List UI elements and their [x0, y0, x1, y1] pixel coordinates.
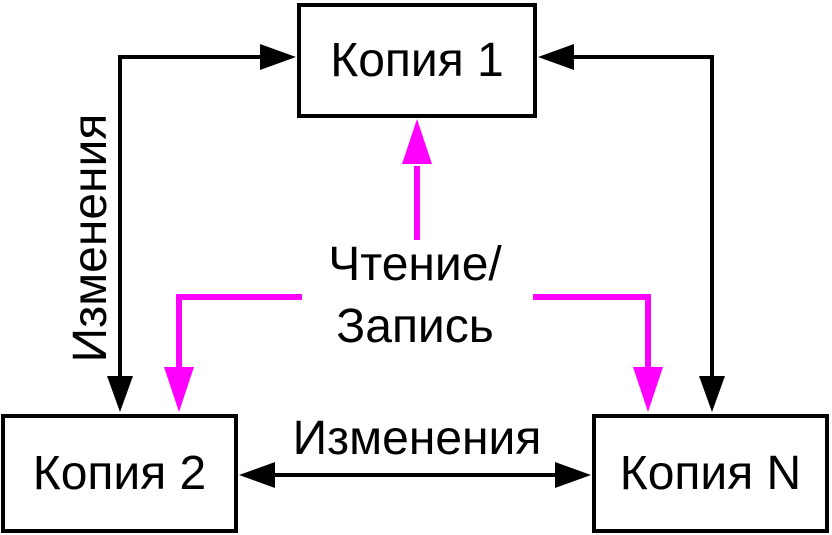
edge-changes-copy2-copyN: [239, 462, 591, 488]
node-copy-1-label: Копия 1: [330, 34, 504, 87]
edge-readwrite-copy1: [402, 119, 432, 240]
arrowhead-readwrite-copy2: [164, 367, 194, 412]
arrowhead-into-copy1-left: [260, 44, 296, 70]
read-write-label: Чтение/ Запись: [265, 234, 565, 358]
changes-label-bottom: Изменения: [292, 412, 542, 465]
changes-label-vertical: Изменения: [64, 113, 117, 363]
node-copy-2: Копия 2: [1, 414, 238, 533]
arrowhead-readwrite-copyN: [633, 367, 663, 412]
node-copy-n-label: Копия N: [619, 447, 802, 500]
node-copy-n: Копия N: [592, 414, 829, 533]
arrowhead-into-copy1-right: [538, 44, 574, 70]
read-write-label-line2: Запись: [336, 300, 494, 353]
arrowhead-into-copyN-left: [555, 462, 591, 488]
read-write-label-line1: Чтение/: [328, 238, 502, 291]
node-copy-2-label: Копия 2: [32, 447, 207, 500]
arrowhead-into-copy2-right: [239, 462, 275, 488]
arrowhead-into-copy2-top: [107, 376, 133, 412]
arrowhead-readwrite-copy1: [402, 119, 432, 164]
edge-readwrite-copyN: [533, 294, 663, 412]
edge-changes-copy2-copy1: [107, 44, 296, 412]
arrowhead-into-copyN-top: [699, 376, 725, 412]
edge-readwrite-copy2: [164, 294, 302, 412]
edge-changes-copyN-copy1: [538, 44, 725, 412]
node-copy-1: Копия 1: [297, 3, 537, 118]
